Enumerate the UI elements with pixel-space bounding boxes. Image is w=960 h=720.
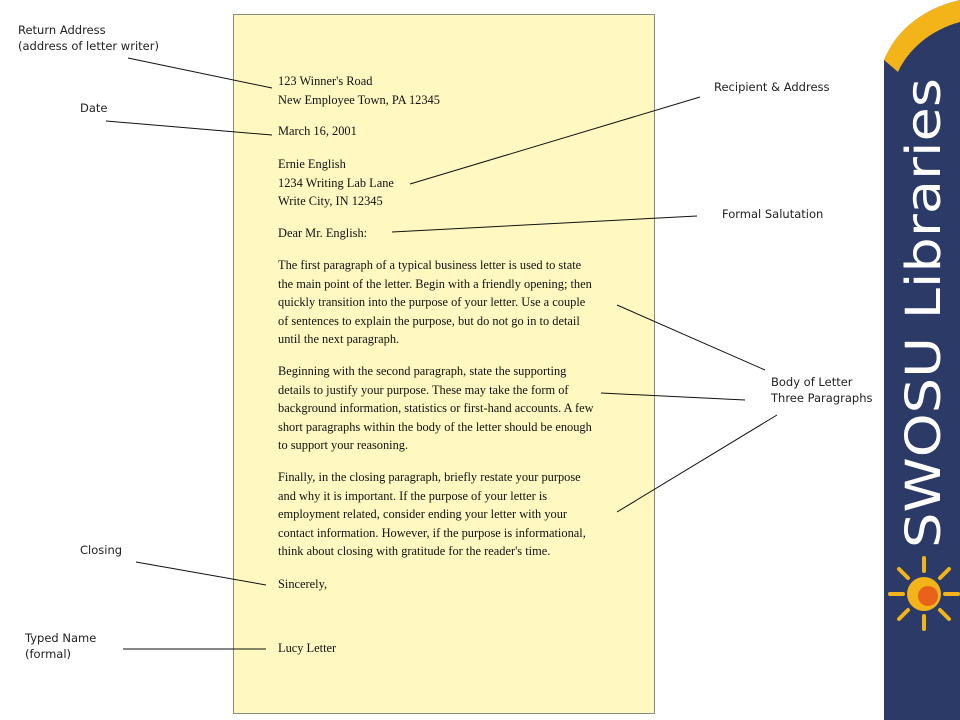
letter-line: of sentences to explain the purpose, but…: [278, 313, 580, 328]
letter-salutation: Dear Mr. English:: [278, 224, 367, 243]
annotation-recipient: Recipient & Address: [714, 80, 830, 94]
annotation-line: Typed Name: [25, 631, 97, 645]
leader-body-3: [616, 414, 778, 513]
letter-date: March 16, 2001: [278, 122, 357, 141]
leader-recipient: [409, 96, 701, 185]
letter-page: [233, 14, 655, 714]
letter-line: New Employee Town, PA 12345: [278, 92, 440, 107]
annotation-line: Three Paragraphs: [771, 391, 873, 405]
branding-corner: [884, 0, 960, 60]
leader-body-2: [600, 392, 746, 401]
letter-closing: Sincerely,: [278, 575, 327, 594]
letter-line: quickly transition into the purpose of y…: [278, 295, 586, 310]
leader-closing: [135, 561, 267, 586]
letter-line: Dear Mr. English:: [278, 226, 368, 240]
letter-line: 1234 Writing Lab Lane: [278, 175, 394, 190]
letter-line: contact information. However, if the pur…: [278, 525, 586, 540]
letter-line: background information, statistics or fi…: [278, 401, 594, 416]
letter-line: to support your reasoning.: [278, 438, 409, 453]
letter-paragraph-1: The first paragraph of a typical busines…: [278, 256, 592, 349]
branding-logo-text: SWOSU Libraries: [896, 78, 952, 548]
annotation-line: (formal): [25, 647, 72, 661]
leader-body-1: [616, 304, 766, 371]
letter-line: think about closing with gratitude for t…: [278, 544, 551, 559]
sun-logo-icon: [888, 556, 960, 631]
branding-gold-swoosh: [884, 0, 960, 72]
annotation-date: Date: [80, 101, 108, 115]
leader-date: [105, 120, 273, 136]
annotation-line: Body of Letter: [771, 375, 853, 389]
letter-signature: Lucy Letter: [278, 639, 336, 658]
annotation-closing: Closing: [80, 543, 123, 557]
letter-line: employment related, consider ending your…: [278, 507, 568, 522]
leader-return-address: [127, 57, 273, 89]
letter-line: until the next paragraph.: [278, 332, 400, 347]
letter-line: Beginning with the second paragraph, sta…: [278, 364, 567, 378]
letter-paragraph-3: Finally, in the closing paragraph, brief…: [278, 468, 586, 561]
letter-line: Lucy Letter: [278, 641, 337, 655]
letter-paragraph-2: Beginning with the second paragraph, sta…: [278, 362, 594, 455]
letter-line: and why it is important. If the purpose …: [278, 488, 548, 503]
letter-return-address: 123 Winner's Road New Employee Town, PA …: [278, 72, 440, 109]
letter-line: Sincerely,: [278, 577, 328, 591]
annotation-salutation: Formal Salutation: [722, 207, 824, 221]
annotation-line: Return Address: [18, 23, 106, 37]
letter-line: 123 Winner's Road: [278, 74, 373, 88]
annotation-return-address: Return Address (address of letter writer…: [18, 22, 159, 54]
letter-line: the main point of the letter. Begin with…: [278, 276, 592, 291]
letter-line: March 16, 2001: [278, 124, 357, 138]
letter-line: The first paragraph of a typical busines…: [278, 258, 582, 272]
leader-salutation: [391, 215, 698, 233]
letter-line: short paragraphs within the body of the …: [278, 419, 592, 434]
letter-line: Write City, IN 12345: [278, 194, 383, 209]
letter-line: details to justify your purpose. These m…: [278, 382, 569, 397]
annotation-typed-name: Typed Name (formal): [25, 630, 96, 662]
annotation-body: Body of Letter Three Paragraphs: [771, 374, 873, 406]
branding-strip: SWOSU Libraries: [884, 0, 960, 720]
letter-line: Finally, in the closing paragraph, brief…: [278, 470, 581, 484]
letter-recipient: Ernie English 1234 Writing Lab Lane Writ…: [278, 155, 394, 211]
annotation-line: (address of letter writer): [18, 39, 159, 53]
letter-line: Ernie English: [278, 157, 346, 171]
